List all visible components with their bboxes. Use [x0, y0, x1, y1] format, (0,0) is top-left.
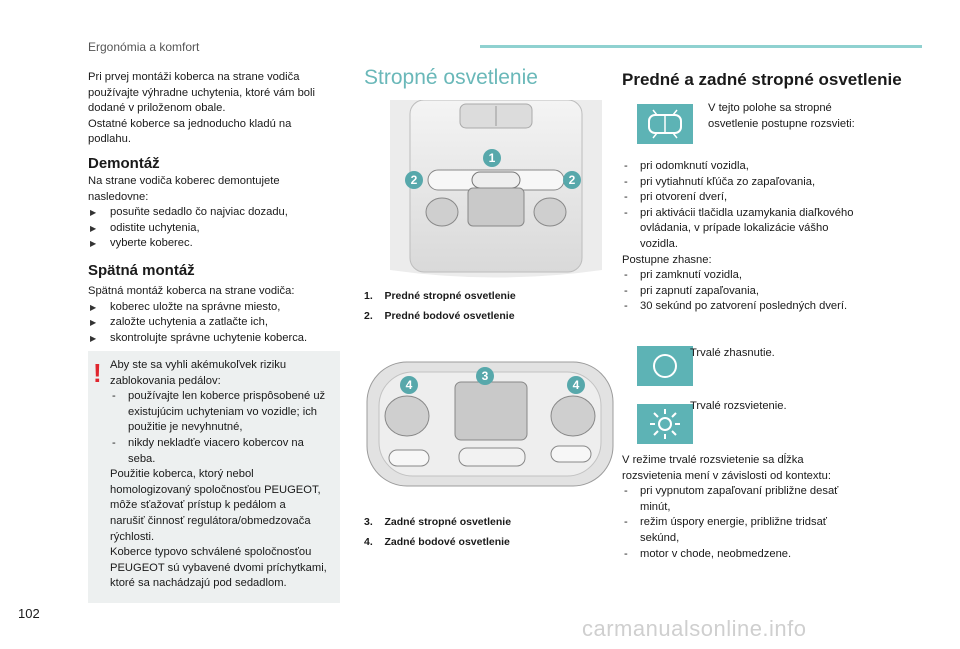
stropne-osvetlenie-title: Stropné osvetlenie	[364, 66, 538, 89]
circle-off-icon	[653, 354, 677, 378]
list-item: koberec uložte na správne miesto,	[88, 300, 343, 316]
list-item: pri odomknutí vozidla,	[622, 159, 922, 175]
permanent-off-icon-box	[637, 346, 693, 386]
list-item: vyberte koberec.	[88, 236, 343, 252]
off-heading: Postupne zhasne:	[622, 253, 712, 266]
callout-3: 3	[476, 367, 494, 385]
legend-top: 1. Predné stropné osvetlenie 2. Predné b…	[364, 290, 516, 322]
rear-ceiling-light-illustration	[366, 361, 614, 487]
door-mode-icon-box	[637, 104, 693, 144]
permanent-off-label: Trvalé zhasnutie.	[690, 347, 775, 359]
spatna-montaz-section: Spätná montáž Spätná montáž koberca na s…	[88, 262, 343, 346]
warning-text: Aby ste sa vyhli akémukoľvek riziku zabl…	[110, 358, 338, 592]
demontaz-heading: Demontáž	[88, 155, 160, 172]
light-on-icon	[650, 409, 680, 439]
list-item: motor v chode, neobmedzene.	[622, 547, 922, 563]
legend-bottom: 3. Zadné stropné osvetlenie 4. Zadné bod…	[364, 516, 512, 548]
list-item: pri otvorení dverí,	[622, 190, 922, 206]
list-item: posuňte sedadlo čo najviac dozadu,	[88, 205, 343, 221]
list-item: pri vypnutom zapaľovaní približne desať	[622, 484, 922, 500]
callout-4-right: 4	[567, 376, 585, 394]
demontaz-section: Demontáž Na strane vodiča koberec demont…	[88, 155, 343, 252]
list-item: 30 sekúnd po zatvorení posledných dverí.	[622, 299, 922, 315]
page-number: 102	[18, 606, 40, 621]
callout-1: 1	[483, 149, 501, 167]
right-section-title: Predné a zadné stropné osvetlenie	[622, 70, 902, 89]
list-item: skontrolujte správne uchytenie koberca.	[88, 331, 343, 347]
permanent-on-icon-box	[637, 404, 693, 444]
callout-2-right: 2	[563, 171, 581, 189]
watermark: carmanualsonline.info	[582, 616, 807, 641]
front-ceiling-light-illustration	[390, 100, 602, 278]
list-item: pri vytiahnutí kľúča zo zapaľovania,	[622, 175, 922, 191]
on-conditions-list: pri odomknutí vozidla, pri vytiahnutí kľ…	[622, 159, 922, 315]
permanent-on-label: Trvalé rozsvietenie.	[690, 400, 787, 412]
list-item: pri zapnutí zapaľovania,	[622, 284, 922, 300]
permanent-mode-text: V režime trvalé rozsvietenie sa dĺžka ro…	[622, 453, 922, 562]
list-item: pri zamknutí vozidla,	[622, 268, 922, 284]
header-rule	[480, 45, 922, 48]
list-item: pri aktivácii tlačidla uzamykania diaľko…	[622, 206, 922, 222]
list-item: režim úspory energie, približne tridsať	[622, 515, 922, 531]
section-header: Ergonómia a komfort	[88, 40, 200, 54]
spatna-montaz-heading: Spätná montáž	[88, 262, 195, 279]
intro-paragraph: Pri prvej montáži koberca na strane vodi…	[88, 71, 315, 146]
car-doors-icon	[648, 109, 682, 139]
callout-4-left: 4	[400, 376, 418, 394]
warning-icon: !	[93, 358, 102, 388]
door-mode-text: V tejto polohe sa stropné osvetlenie pos…	[708, 102, 855, 130]
list-item: odistite uchytenia,	[88, 221, 343, 237]
list-item: založte uchytenia a zatlačte ich,	[88, 315, 343, 331]
callout-2-left: 2	[405, 171, 423, 189]
